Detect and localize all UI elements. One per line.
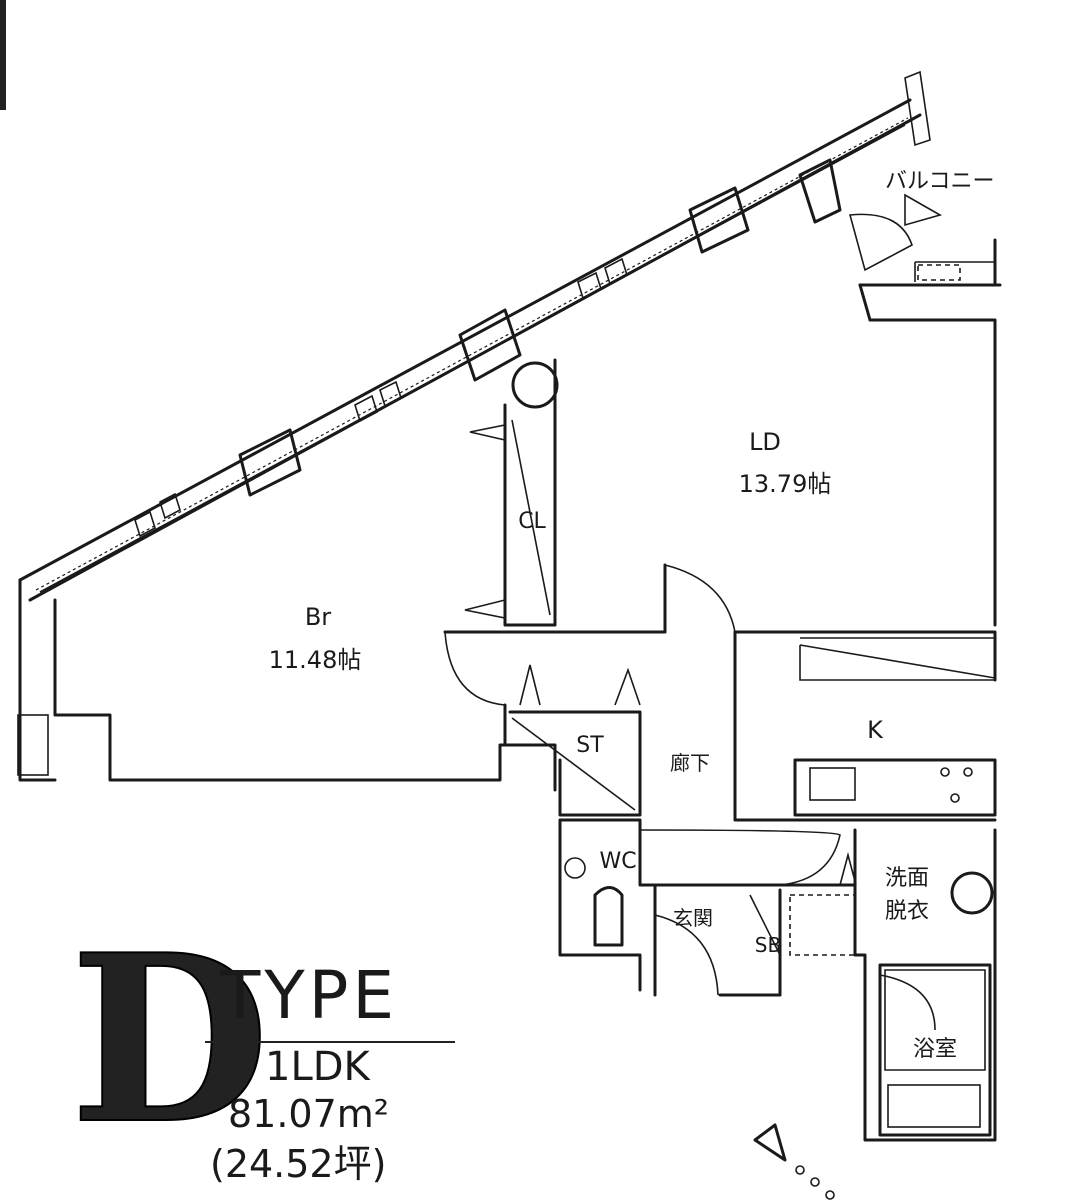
balcony-label: バルコニー xyxy=(885,169,995,194)
interior-walls xyxy=(443,358,997,1142)
br-area-label: 11.48帖 xyxy=(269,646,362,674)
border-mark xyxy=(0,0,6,110)
br-name-label: Br xyxy=(305,603,331,631)
tsubo-label: (24.52坪) xyxy=(210,1142,387,1186)
left-wall xyxy=(17,578,557,792)
ld-area-label: 13.79帖 xyxy=(739,470,832,498)
entrance-label: 玄関 xyxy=(673,906,713,930)
ld-name-label: LD xyxy=(749,428,781,456)
north-arrow-icon xyxy=(753,1123,835,1200)
washroom-label-line1: 洗面 xyxy=(885,866,929,891)
type-letter: D xyxy=(69,905,270,1175)
shoebox-label: SB xyxy=(755,933,781,957)
washroom-label-line2: 脱衣 xyxy=(885,899,929,924)
closet-label: CL xyxy=(518,509,546,534)
right-wall xyxy=(848,193,1002,627)
layout-label: 1LDK xyxy=(265,1044,370,1090)
bath-label: 浴室 xyxy=(913,1037,957,1062)
divider xyxy=(205,1041,455,1043)
hallway-label: 廊下 xyxy=(670,751,710,775)
kitchen-label: K xyxy=(867,716,884,744)
facade-wall xyxy=(18,70,931,602)
toilet-label: WC xyxy=(599,849,636,874)
storage-label: ST xyxy=(576,733,604,758)
type-word: TYPE xyxy=(220,957,399,1034)
unit-type-block: D TYPE 1LDK 81.07m² (24.52坪) xyxy=(69,924,470,1195)
area-label: 81.07m² xyxy=(228,1092,390,1136)
